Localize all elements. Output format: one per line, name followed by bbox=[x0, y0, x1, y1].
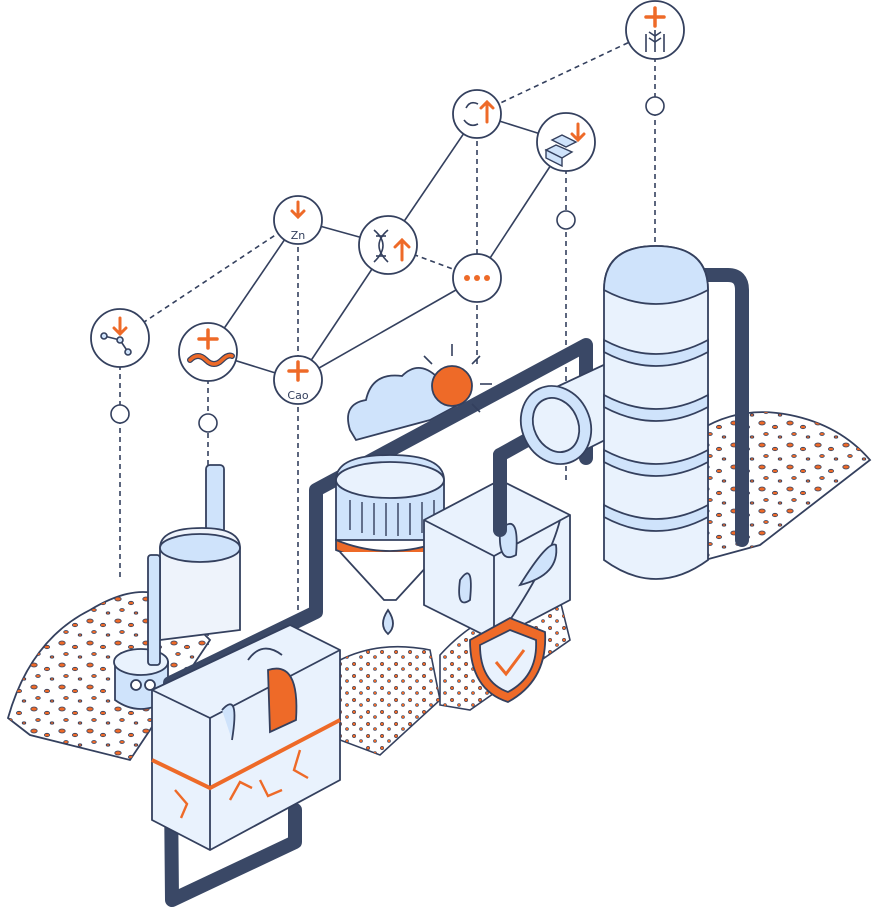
plus-icon bbox=[644, 6, 666, 28]
leaf-sprout bbox=[509, 519, 561, 621]
molecule-icon bbox=[100, 332, 132, 356]
soil-right bbox=[699, 411, 872, 562]
shield-check-icon bbox=[469, 617, 547, 703]
recycle-icon bbox=[463, 101, 479, 127]
node-gold bbox=[536, 112, 596, 172]
filter-hopper bbox=[335, 454, 445, 636]
ellipsis-icon bbox=[464, 275, 490, 281]
node-dna bbox=[358, 215, 418, 275]
node-molecule bbox=[90, 308, 150, 368]
dna-icon bbox=[373, 229, 389, 263]
node-wheat bbox=[625, 0, 685, 60]
arrow-up-icon bbox=[479, 99, 495, 124]
node-cao-label: Cao bbox=[287, 389, 308, 402]
node-more bbox=[452, 253, 502, 303]
arrow-down-icon bbox=[290, 200, 306, 220]
arrow-up-icon bbox=[393, 237, 411, 262]
distillation-tower bbox=[603, 245, 749, 580]
arrow-down-icon bbox=[570, 122, 586, 143]
node-worm bbox=[178, 322, 238, 382]
gold-bars-icon bbox=[544, 134, 578, 168]
plus-icon bbox=[197, 328, 219, 350]
cracked-soil-block bbox=[151, 623, 341, 852]
node-recycle bbox=[452, 89, 502, 139]
sun-icon bbox=[423, 344, 492, 413]
earthworm-icon bbox=[187, 352, 235, 367]
arrow-down-icon bbox=[112, 316, 128, 337]
node-zn-label: Zn bbox=[291, 229, 306, 242]
node-zn: Zn bbox=[273, 195, 323, 245]
plus-icon bbox=[287, 360, 309, 382]
wheat-icon bbox=[645, 30, 665, 52]
node-cao: Cao bbox=[273, 355, 323, 405]
connector-dots bbox=[110, 96, 665, 433]
chimney-unit bbox=[113, 464, 241, 710]
